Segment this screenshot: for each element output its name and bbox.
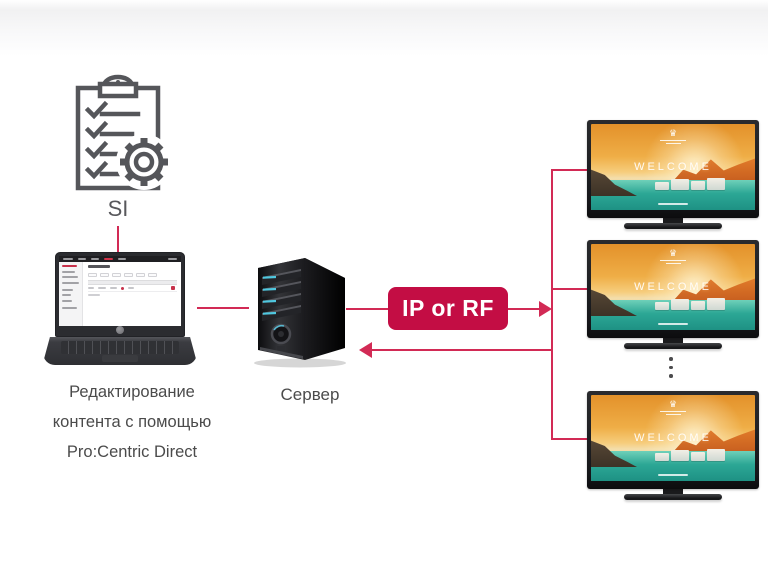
laptop-keyboard xyxy=(61,341,179,354)
lg-logo-icon xyxy=(116,326,124,334)
editor-toolbar xyxy=(88,273,177,277)
laptop-caption-line-2: контента с помощью xyxy=(52,413,212,431)
tv-bezel: ♛ WELCOME xyxy=(587,240,759,338)
scene-resort-buildings xyxy=(653,294,727,310)
server-label: Сервер xyxy=(280,385,340,404)
tv-stand-base xyxy=(624,494,722,500)
laptop-caption-line-3: Pro:Centric Direct xyxy=(66,443,198,461)
tv-stand-neck xyxy=(663,218,683,223)
welcome-text: WELCOME xyxy=(634,432,712,444)
editor-page-title-bar xyxy=(88,265,110,268)
laptop-keyboard-deck xyxy=(43,337,197,365)
tv-stand-base xyxy=(624,223,722,229)
editor-table-header xyxy=(88,280,177,285)
laptop-caption: Редактирование контента с помощью Pro:Ce… xyxy=(18,377,246,467)
tv-stand-neck xyxy=(663,489,683,494)
tv-display-2: ♛ WELCOME xyxy=(587,240,759,349)
branch-tv2 xyxy=(551,288,589,290)
arrowhead-to-tvs xyxy=(539,301,552,317)
tv-screen: ♛ WELCOME xyxy=(591,395,755,481)
tv-trunk-line xyxy=(551,169,553,440)
welcome-text: WELCOME xyxy=(634,161,712,173)
gear-icon xyxy=(116,134,172,190)
connector-server-to-badge xyxy=(346,308,388,310)
tv-stand-neck xyxy=(663,338,683,343)
editor-content-area xyxy=(84,262,181,326)
tv-screen: ♛ WELCOME xyxy=(591,244,755,330)
scene-resort-buildings xyxy=(653,174,727,190)
si-label: SI xyxy=(107,196,129,221)
hotel-crown-logo-icon: ♛ xyxy=(591,249,755,264)
return-line-tvs-to-server xyxy=(371,349,553,351)
laptop xyxy=(43,252,197,366)
editor-footer-text-bar xyxy=(88,294,100,296)
tv-screen-caption-bar xyxy=(658,323,688,325)
top-gradient-band xyxy=(0,0,768,58)
branch-tv1 xyxy=(551,169,589,171)
tv-screen: ♛ WELCOME xyxy=(591,124,755,210)
editor-sidebar xyxy=(59,262,83,326)
editor-top-menubar xyxy=(59,256,181,262)
server-tower xyxy=(246,250,356,370)
arrowhead-to-server xyxy=(359,342,372,358)
connector-badge-to-tvs xyxy=(508,308,541,310)
tv-screen-caption-bar xyxy=(658,474,688,476)
connector-laptop-to-server xyxy=(197,307,249,309)
scene-resort-buildings xyxy=(653,445,727,461)
editor-table-row xyxy=(88,285,177,292)
tv-bezel: ♛ WELCOME xyxy=(587,391,759,489)
tv-bezel: ♛ WELCOME xyxy=(587,120,759,218)
more-tvs-ellipsis-icon xyxy=(668,357,674,383)
hotel-crown-logo-icon: ♛ xyxy=(591,129,755,144)
laptop-caption-line-1: Редактирование xyxy=(69,383,195,401)
connector-si-to-laptop xyxy=(117,226,119,255)
laptop-bezel-bottom xyxy=(59,325,181,335)
tv-display-3: ♛ WELCOME xyxy=(587,391,759,500)
hotel-crown-logo-icon: ♛ xyxy=(591,400,755,415)
server-tower-icon xyxy=(254,258,346,368)
welcome-text: WELCOME xyxy=(634,281,712,293)
tv-stand-base xyxy=(624,343,722,349)
laptop-display xyxy=(59,256,181,326)
laptop-screen-bezel xyxy=(55,252,185,337)
clipboard-checklist-icon xyxy=(75,74,172,191)
transport-badge: IP or RF xyxy=(388,287,508,330)
tv-screen-caption-bar xyxy=(658,203,688,205)
tv-display-1: ♛ WELCOME xyxy=(587,120,759,229)
si-clipboard-icon xyxy=(68,74,172,196)
laptop-touchpad xyxy=(102,355,138,362)
branch-tv3 xyxy=(551,438,589,440)
